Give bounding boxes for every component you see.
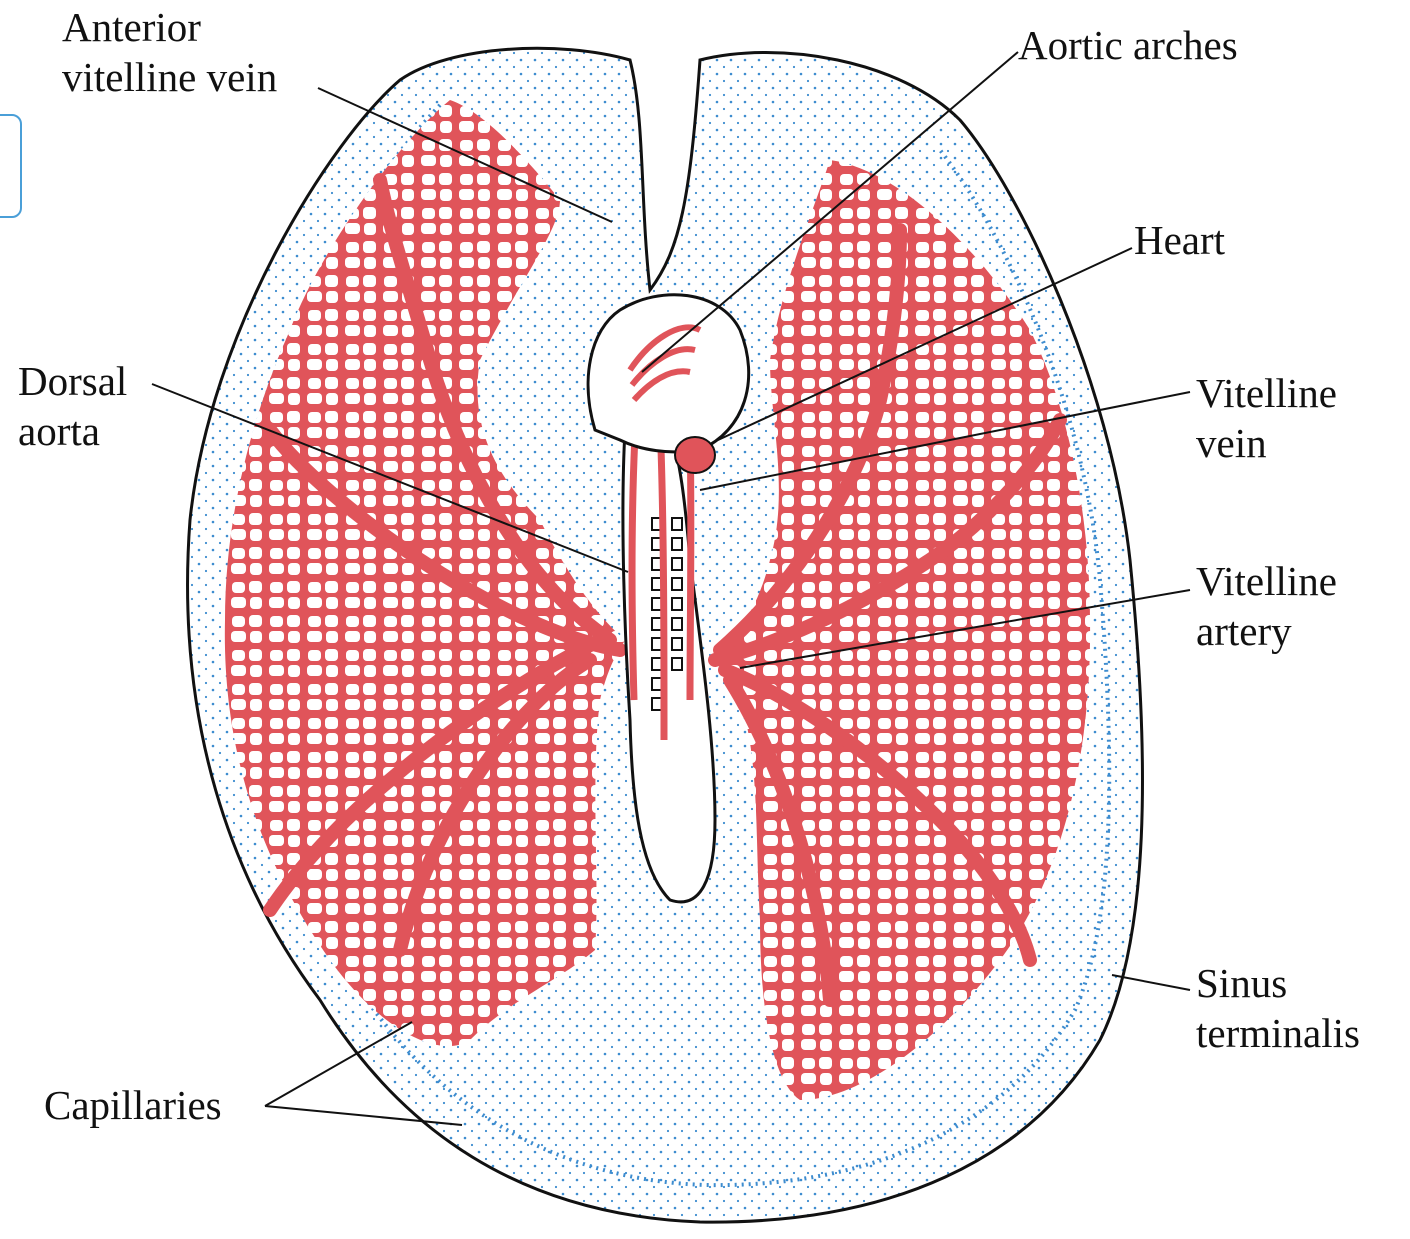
label-line: artery <box>1196 606 1337 656</box>
label-line: Capillaries <box>44 1080 222 1130</box>
label-dorsal-aorta: Dorsal aorta <box>18 356 127 456</box>
label-line: aorta <box>18 406 127 456</box>
label-heart: Heart <box>1134 215 1225 265</box>
label-line: Vitelline <box>1196 556 1337 606</box>
cropped-frame-box <box>0 114 22 218</box>
heart-shape <box>675 437 715 473</box>
label-line: terminalis <box>1196 1008 1360 1058</box>
label-anterior-vitelline-vein: Anterior vitelline vein <box>62 2 277 102</box>
label-line: Dorsal <box>18 356 127 406</box>
label-line: Heart <box>1134 215 1225 265</box>
label-line: vein <box>1196 418 1337 468</box>
label-capillaries: Capillaries <box>44 1080 222 1130</box>
label-line: Aortic arches <box>1018 20 1238 70</box>
label-line: vitelline vein <box>62 52 277 102</box>
label-line: Vitelline <box>1196 368 1337 418</box>
label-aortic-arches: Aortic arches <box>1018 20 1238 70</box>
label-line: Sinus <box>1196 958 1360 1008</box>
label-vitelline-vein: Vitelline vein <box>1196 368 1337 468</box>
label-sinus-terminalis: Sinus terminalis <box>1196 958 1360 1058</box>
label-vitelline-artery: Vitelline artery <box>1196 556 1337 656</box>
label-line: Anterior <box>62 2 277 52</box>
